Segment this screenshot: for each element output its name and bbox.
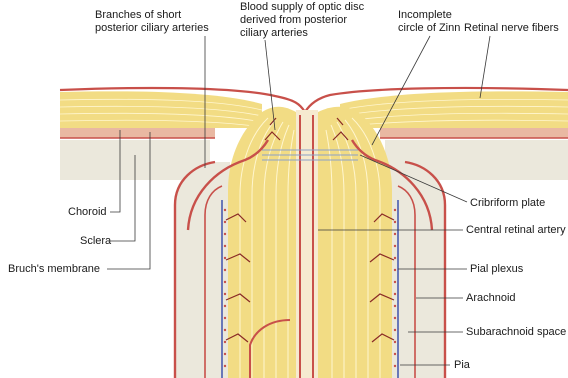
label-branches-line2: posterior ciliary arteries (95, 22, 209, 34)
label-pia: Pia (454, 359, 471, 371)
label-subarachnoid-space: Subarachnoid space (466, 326, 566, 338)
label-blood-supply-line3: ciliary arteries (240, 27, 308, 39)
choroid-right (380, 128, 568, 138)
label-circle-of-zinn-line2: circle of Zinn (398, 22, 460, 34)
label-blood-supply-line2: derived from posterior (240, 14, 347, 26)
label-choroid: Choroid (68, 206, 107, 218)
label-bruchs-membrane: Bruch's membrane (8, 263, 100, 275)
choroid-left (60, 128, 215, 138)
label-blood-supply-line1: Blood supply of optic disc (240, 1, 365, 13)
label-branches-line1: Branches of short (95, 9, 181, 21)
label-circle-of-zinn-line1: Incomplete (398, 9, 452, 21)
label-cribriform-plate: Cribriform plate (470, 197, 545, 209)
retina-right (340, 91, 568, 128)
label-retinal-nerve-fibers: Retinal nerve fibers (464, 22, 559, 34)
label-pial-plexus: Pial plexus (470, 263, 524, 275)
label-central-retinal-artery: Central retinal artery (466, 224, 566, 236)
label-sclera: Sclera (80, 235, 112, 247)
label-arachnoid: Arachnoid (466, 292, 516, 304)
retina-left (60, 91, 262, 128)
